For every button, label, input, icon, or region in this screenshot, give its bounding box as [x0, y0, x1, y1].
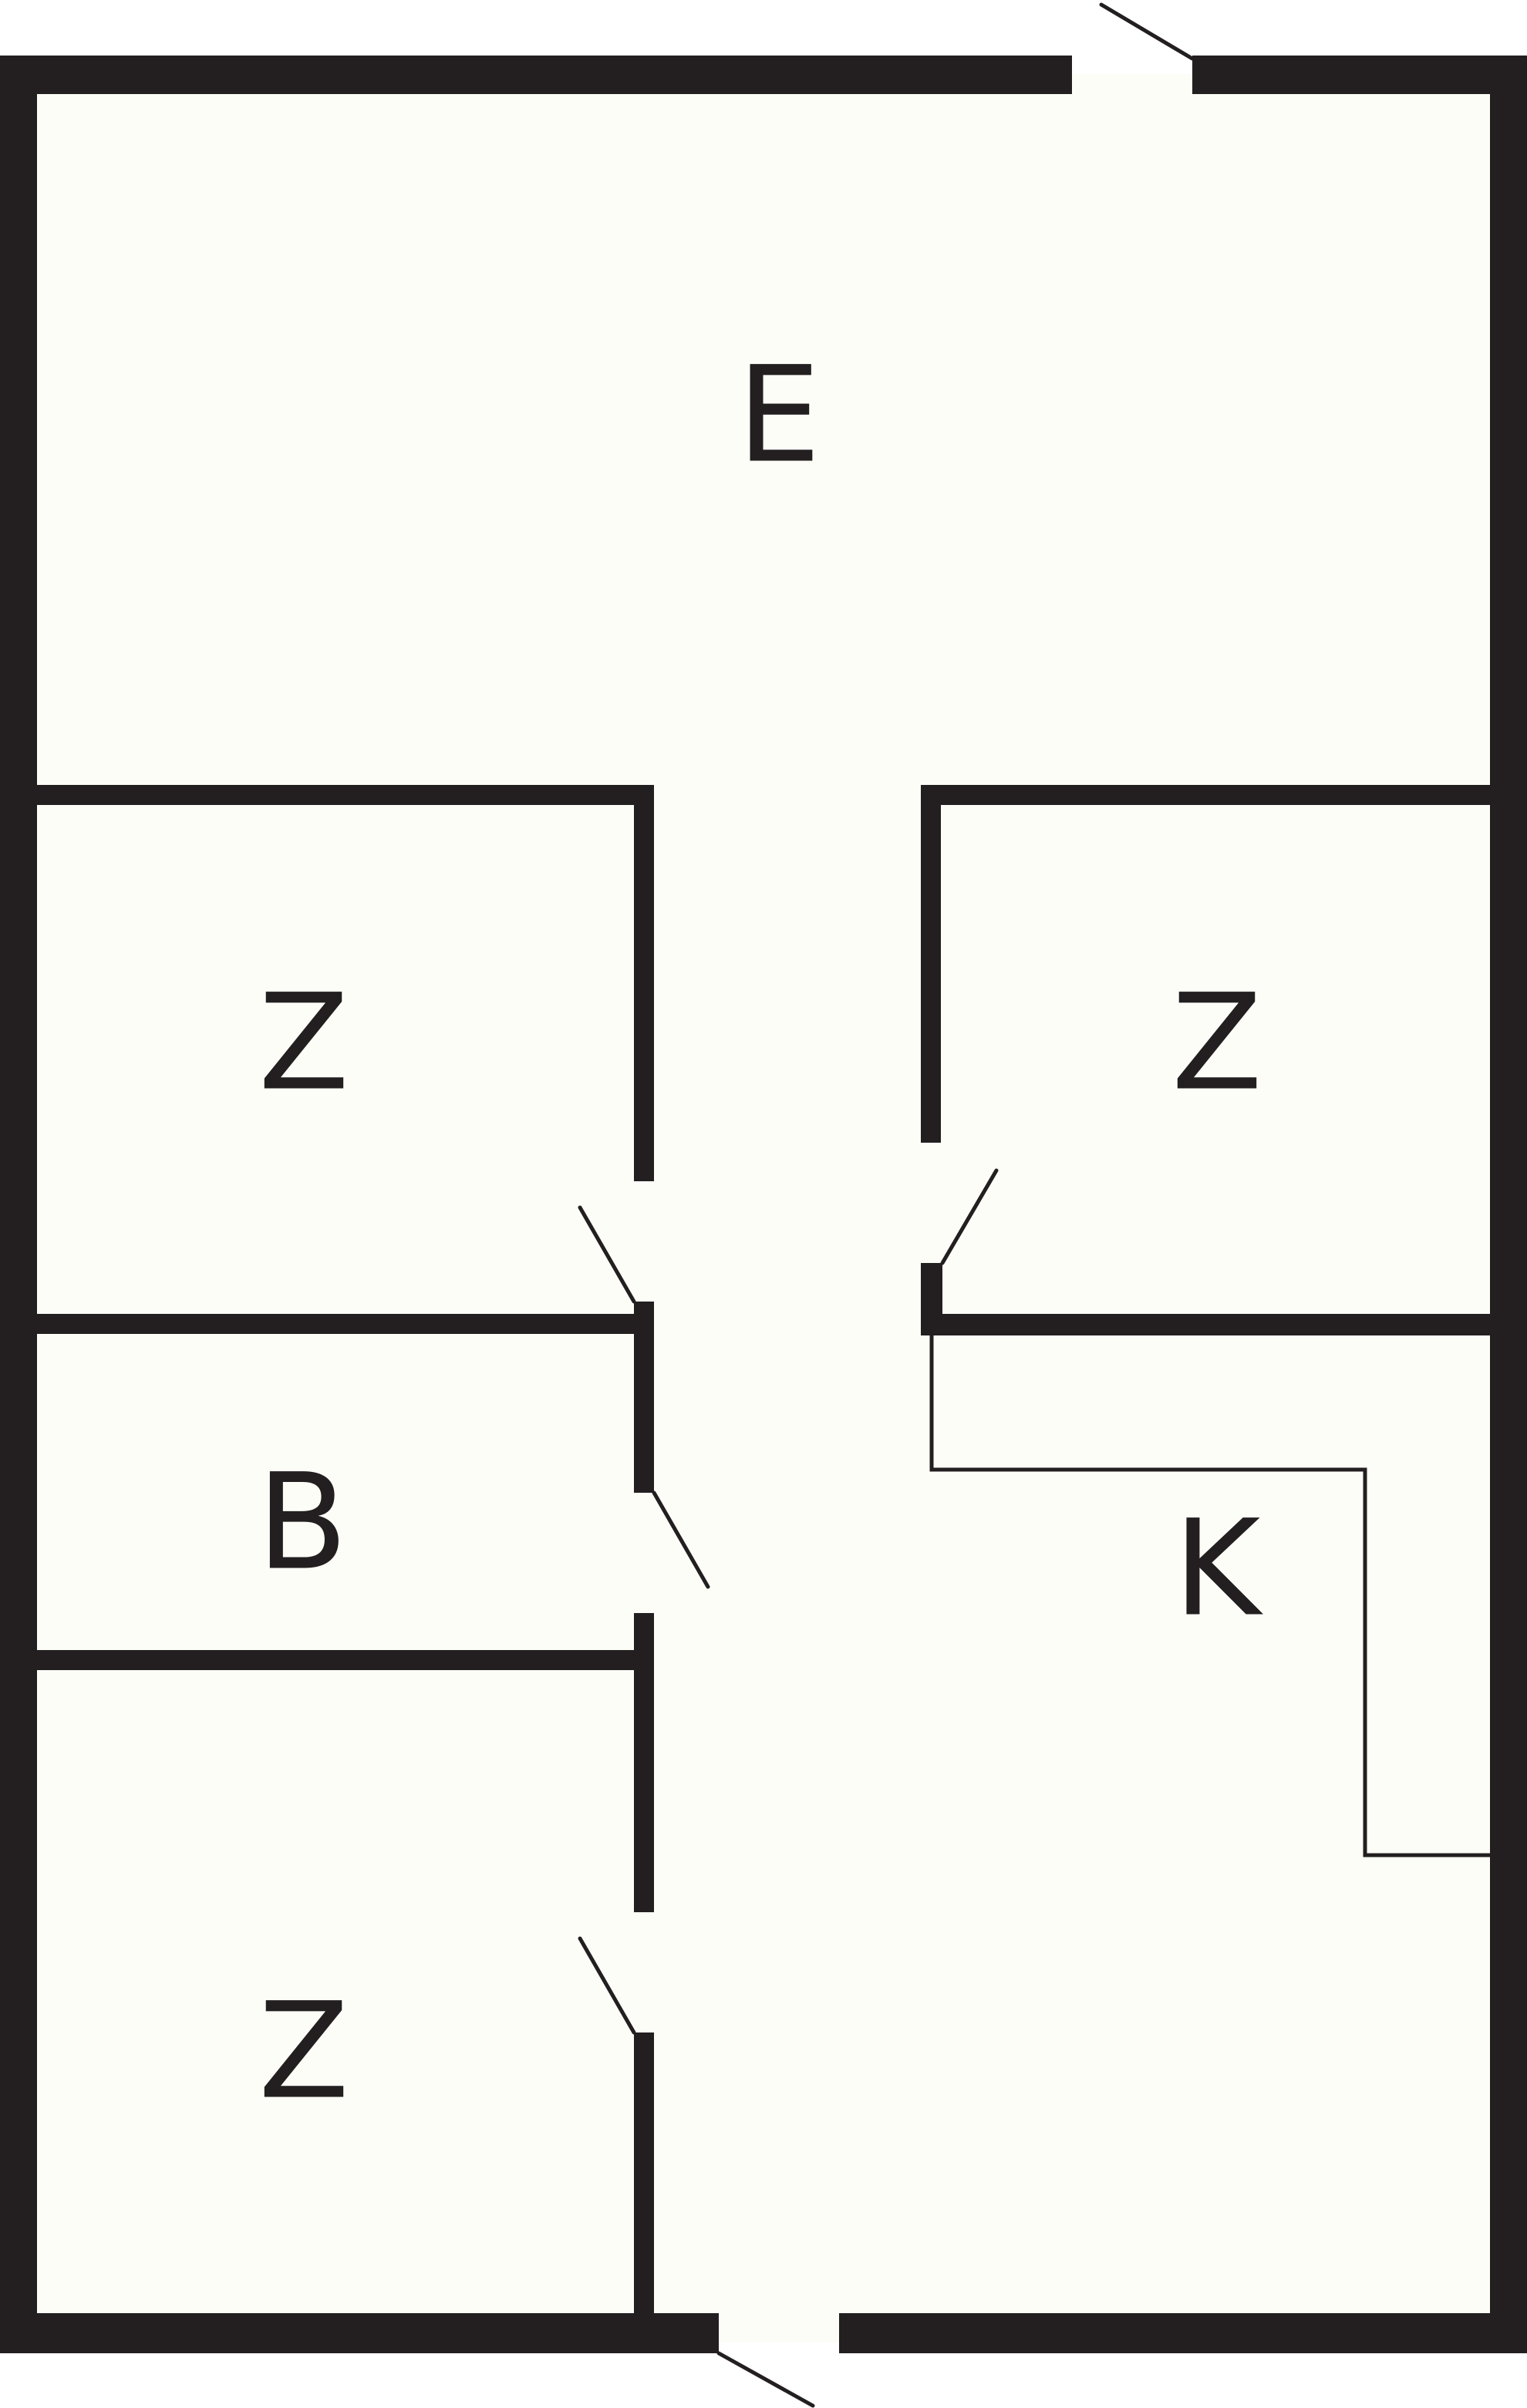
wall-bath-room — [37, 1650, 634, 1670]
room-label-entrance-hall: E — [737, 338, 821, 493]
wall-hall-room-left — [37, 785, 654, 805]
floor-area — [19, 74, 1515, 2342]
wall-left — [0, 56, 37, 2353]
room-label-room-top-left: Z — [258, 965, 349, 1120]
exterior-walls — [0, 56, 1527, 2353]
wall-corridor-right-1 — [921, 785, 941, 1143]
interior-walls — [37, 785, 1490, 2325]
wall-hall-room-right — [921, 785, 1490, 805]
wall-room-kitchen — [921, 1314, 1490, 1335]
wall-room-bath — [37, 1314, 634, 1334]
room-label-kitchen: K — [1174, 1491, 1264, 1646]
wall-corridor-left-4 — [634, 2032, 654, 2325]
wall-top-left-segment — [0, 56, 1072, 94]
wall-corridor-left-2 — [634, 1302, 654, 1493]
door-swing-room-bottom-left — [578, 1936, 636, 2035]
room-label-room-bottom-left: Z — [258, 1974, 349, 2129]
kitchen-counter-outline — [929, 1335, 1490, 1857]
wall-top-right-segment — [1192, 56, 1527, 94]
door-swing-room-top-left — [578, 1205, 636, 1304]
door-swings — [578, 2, 1195, 2408]
room-label-room-top-right: Z — [1171, 965, 1262, 1120]
wall-bottom-left-segment — [0, 2313, 719, 2353]
room-label-bathroom: B — [257, 1445, 348, 1600]
door-swing-room-top-right — [940, 1168, 999, 1265]
door-swing-bathroom — [652, 1490, 710, 1589]
door-swing-bottom-entry — [716, 2351, 815, 2408]
wall-right — [1490, 56, 1527, 2353]
wall-corridor-left-1 — [634, 785, 654, 1181]
wall-corridor-left-3 — [634, 1613, 654, 1912]
door-swing-top-entry — [1099, 2, 1195, 61]
wall-bottom-right-segment — [839, 2313, 1527, 2353]
